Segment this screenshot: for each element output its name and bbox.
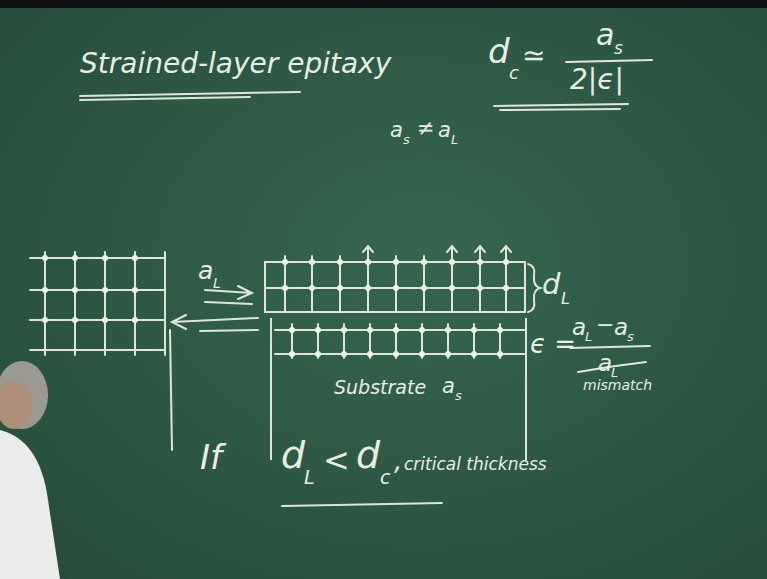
- math-term: ϵ =: [530, 331, 576, 357]
- subscript: L: [561, 291, 570, 307]
- math-symbol: ,: [394, 448, 402, 474]
- symbol-letter: a: [596, 20, 614, 50]
- math-symbol: ≃: [522, 42, 545, 70]
- symbol-letter: d: [542, 270, 560, 299]
- math-symbol: −: [596, 314, 614, 336]
- symbol-letter: a: [198, 258, 213, 283]
- substrate-label: Substrate: [334, 378, 426, 397]
- symbol-letter: a: [572, 316, 586, 339]
- lattice-points: [42, 255, 509, 357]
- chalk-lines: [30, 60, 652, 506]
- math-symbol: ≠: [417, 118, 435, 139]
- board-heading: Strained-layer epitaxy: [80, 50, 391, 78]
- substrate-block: Substrate as: [270, 318, 527, 460]
- subscript: c: [380, 468, 390, 487]
- symbol-letter: d: [488, 34, 510, 68]
- symbol-letter: a: [442, 376, 455, 397]
- symbol-letter: a: [390, 120, 403, 141]
- subscript: s: [627, 330, 634, 343]
- subscript: L: [213, 276, 221, 290]
- symbol-letter: a: [598, 352, 612, 375]
- symbol-letter: d: [281, 436, 305, 474]
- math-symbol: <: [323, 444, 350, 476]
- subscript: L: [304, 468, 315, 487]
- subscript: s: [455, 389, 462, 402]
- symbol-letter: d: [356, 436, 380, 474]
- condition-word: If: [200, 440, 222, 474]
- lecturer-figure: [0, 361, 60, 579]
- subscript: c: [509, 64, 519, 82]
- note-text: critical thickness: [404, 456, 547, 473]
- math-term: 2|ϵ|: [570, 66, 624, 94]
- symbol-letter: a: [438, 120, 451, 141]
- subscript: L: [585, 330, 592, 343]
- symbol-letter: a: [614, 316, 628, 339]
- subscript: s: [614, 40, 623, 57]
- subscript: L: [451, 133, 458, 146]
- frame-edge: [0, 0, 767, 8]
- note-text: mismatch: [583, 378, 652, 392]
- subscript: s: [403, 133, 410, 146]
